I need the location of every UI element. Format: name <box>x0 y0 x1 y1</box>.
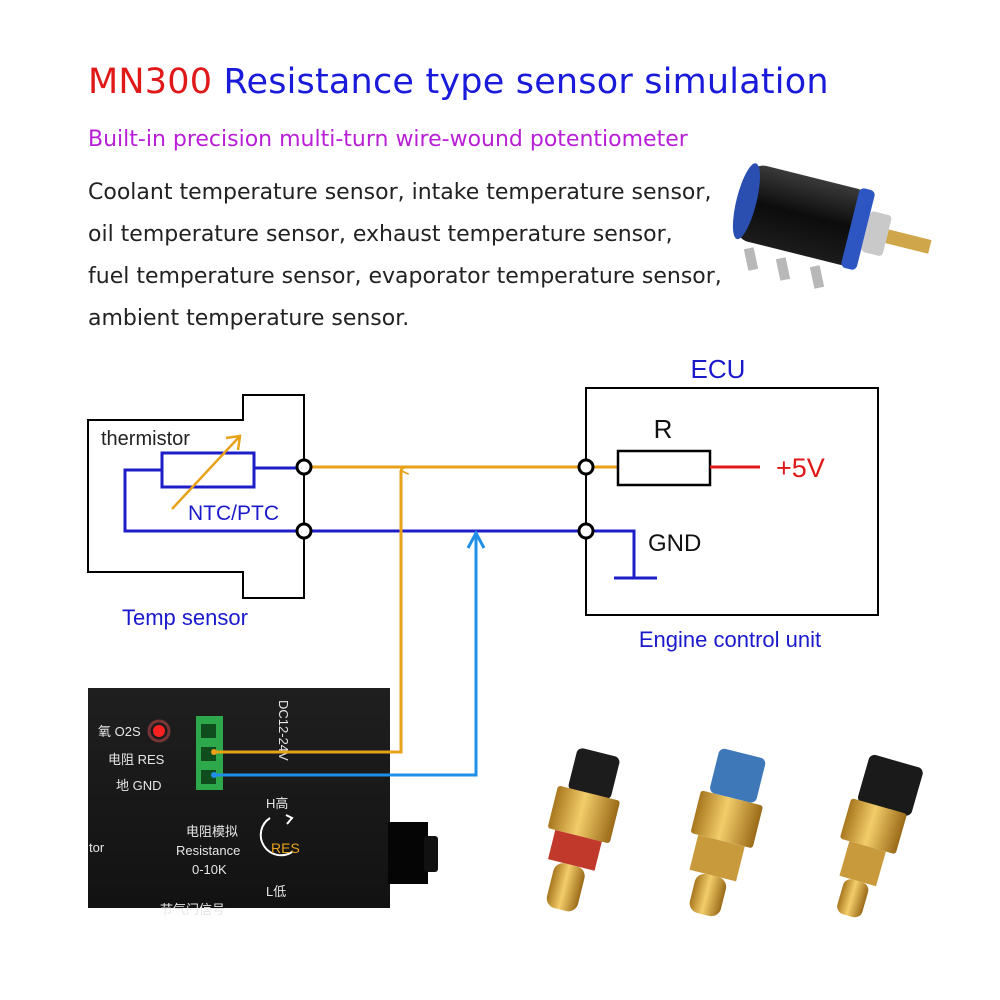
voltage-label: DC12-24V <box>276 700 291 761</box>
potentiometer-image <box>732 163 932 289</box>
res-label: 电阻 RES <box>108 752 165 767</box>
mode-label-en: Resistance <box>176 843 240 858</box>
page-title: MN300 Resistance type sensor simulation <box>88 62 829 102</box>
description-line: ambient temperature sensor. <box>88 306 410 331</box>
title-model: MN300 <box>88 62 213 102</box>
range-label: 0-10K <box>192 862 227 877</box>
thermistor-label: thermistor <box>101 428 190 450</box>
ecu-terminal-signal <box>577 458 595 476</box>
ecu-caption: Engine control unit <box>639 627 821 652</box>
temp-sensor-housing <box>87 394 305 599</box>
ecu-title: ECU <box>691 354 746 384</box>
description-line: oil temperature sensor, exhaust temperat… <box>88 222 673 247</box>
high-label: H高 <box>266 796 288 811</box>
mn300-device-image <box>88 688 438 908</box>
low-label: L低 <box>266 884 286 899</box>
partial-bottom-label: 节气门信号 <box>160 902 225 917</box>
res-probe-wire <box>214 470 401 754</box>
page-subtitle: Built-in precision multi-turn wire-wound… <box>88 127 688 152</box>
title-text: Resistance type sensor simulation <box>223 62 829 102</box>
ground-icon <box>586 529 636 577</box>
gnd-label: 地 GND <box>116 778 162 793</box>
ground-label: GND <box>648 530 701 557</box>
description-line: fuel temperature sensor, evaporator temp… <box>88 264 722 289</box>
resistor-icon <box>616 449 712 487</box>
sensor-probe-image <box>837 754 923 918</box>
terminal-block-icon <box>196 716 223 790</box>
ecu-terminal-ground <box>577 522 595 540</box>
ecu-box <box>585 387 879 616</box>
mode-label-cn: 电阻模拟 <box>186 824 238 839</box>
description: Coolant temperature sensor, intake tempe… <box>88 174 728 342</box>
sensor-probe-image <box>689 748 766 917</box>
adjust-arrow-icon <box>171 435 241 510</box>
gnd-probe-arrow <box>466 529 486 549</box>
led-indicator-icon <box>153 725 165 737</box>
sensor-terminal-ground <box>295 522 313 540</box>
supply-label: +5V <box>776 453 825 483</box>
resistor-label: R <box>654 414 673 444</box>
description-line: Coolant temperature sensor, intake tempe… <box>88 180 712 205</box>
o2s-label: 氧 O2S <box>98 724 141 739</box>
rotate-icon <box>259 817 293 857</box>
knob-label: RES <box>271 840 300 856</box>
ntc-ptc-label: NTC/PTC <box>188 502 279 525</box>
sensor-probe-image <box>546 748 620 912</box>
partial-left-label: tor <box>89 840 105 855</box>
sensor-terminal-signal <box>295 458 313 476</box>
temp-sensor-caption: Temp sensor <box>122 605 248 630</box>
gnd-probe-wire <box>214 533 478 777</box>
